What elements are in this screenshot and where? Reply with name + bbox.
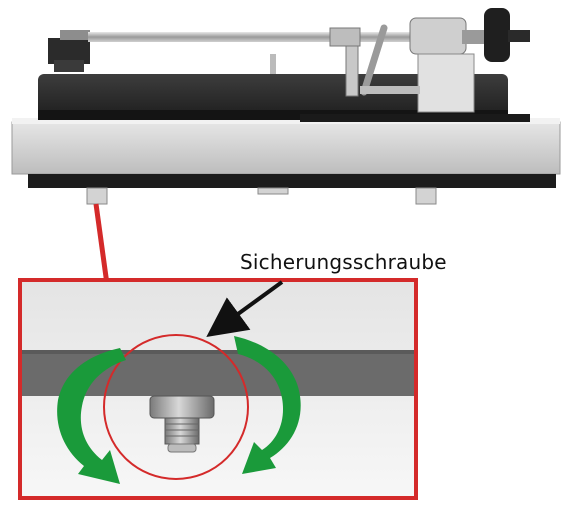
detail-frame [18, 278, 418, 500]
callout-label: Sicherungsschraube [240, 250, 447, 274]
tonearm-bearing [409, 17, 467, 55]
foot-left [86, 187, 108, 205]
arm-lift-lever [360, 24, 388, 96]
tonearm-base [417, 53, 475, 113]
tonearm-collar [329, 27, 361, 47]
stylus-block [54, 60, 84, 72]
counterweight-stub [462, 30, 484, 44]
arm-lift-post [345, 45, 359, 97]
platter [38, 74, 508, 118]
highlight-circle [103, 334, 249, 480]
plinth-top-edge [12, 118, 560, 124]
counterweight [484, 8, 510, 62]
counterweight-shaft [508, 30, 530, 42]
rotation-arrows [57, 336, 301, 484]
foot-right [415, 187, 437, 205]
record-edge [300, 114, 530, 122]
locking-screw [149, 395, 215, 453]
curved-arrow-icon [234, 336, 301, 474]
tonearm-tube [88, 32, 428, 42]
detail-plinth-shade [20, 350, 416, 354]
plinth [11, 121, 561, 175]
screw-shank [164, 417, 200, 445]
turntable-illustration [11, 8, 561, 205]
arrow-icon [206, 280, 284, 338]
spindle [270, 54, 276, 74]
foot-center [257, 187, 289, 195]
headshell [60, 30, 90, 40]
base-bar [28, 174, 556, 188]
platter-bottom [38, 110, 508, 120]
cartridge [48, 38, 90, 64]
screw-head [149, 395, 215, 419]
curved-arrow-icon [57, 348, 126, 484]
arm-rest [360, 86, 420, 94]
screw-tip [167, 443, 197, 453]
